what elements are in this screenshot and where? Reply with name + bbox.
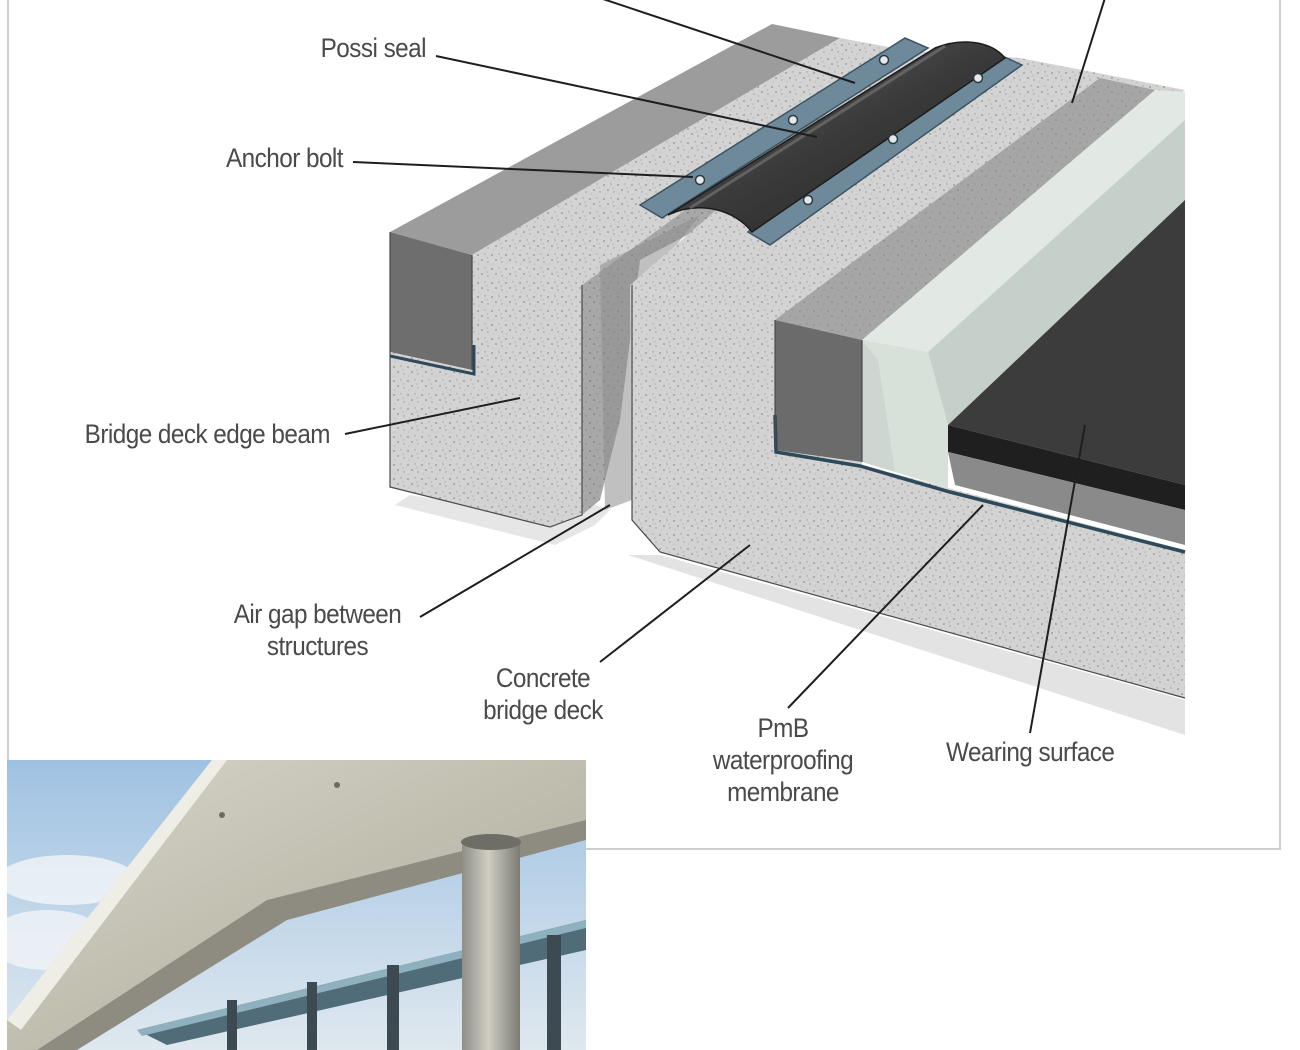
deck-membrane-line bbox=[773, 414, 1186, 554]
label-possi-seal: Possi seal bbox=[320, 33, 427, 63]
deck-top-band-texture bbox=[775, 78, 1155, 340]
label-edge-beam: Bridge deck edge beam bbox=[84, 419, 331, 449]
screed-top bbox=[862, 90, 1185, 352]
wearing-sub-layer bbox=[948, 452, 1185, 545]
screed-slope bbox=[928, 120, 1185, 425]
deck-recess-dark bbox=[775, 320, 862, 462]
edge-beam-top-dark bbox=[390, 24, 840, 255]
possi-seal-body bbox=[667, 41, 1007, 234]
shadow-right bbox=[628, 555, 1185, 735]
edge-beam-membrane-line bbox=[389, 345, 476, 376]
edge-beam-front-concrete bbox=[390, 255, 582, 527]
label-concrete-deck: Concrete bridge deck bbox=[483, 663, 603, 725]
bridge-photo-illustration bbox=[7, 760, 586, 1050]
edge-beam-front-dark bbox=[390, 232, 472, 370]
label-air-gap: Air gap between structures bbox=[233, 599, 402, 661]
diagram-frame bbox=[7, 0, 1281, 850]
left-steel-strip bbox=[638, 37, 930, 219]
wearing-surface-edge bbox=[948, 425, 1185, 510]
expansion-joint-diagram bbox=[344, 0, 1186, 735]
wearing-surface-top bbox=[948, 200, 1185, 485]
edge-beam-top-concrete bbox=[472, 38, 905, 285]
bridge-underside-photo bbox=[7, 760, 586, 1050]
shadow-left bbox=[395, 495, 610, 545]
label-membrane: PmB waterproofing membrane bbox=[712, 713, 854, 807]
label-anchor-bolt: Anchor bolt bbox=[226, 143, 344, 173]
possi-seal-highlight bbox=[689, 44, 946, 210]
anchor-bolts bbox=[694, 54, 984, 206]
deck-front-face bbox=[630, 285, 1185, 698]
gap-shadow bbox=[600, 215, 700, 510]
label-wearing-surface: Wearing surface bbox=[946, 737, 1115, 767]
deck-top-concrete bbox=[630, 50, 1185, 320]
screed-front-light bbox=[862, 340, 948, 488]
leader-lines bbox=[344, 0, 1106, 734]
diagram-outlines bbox=[389, 232, 1186, 699]
